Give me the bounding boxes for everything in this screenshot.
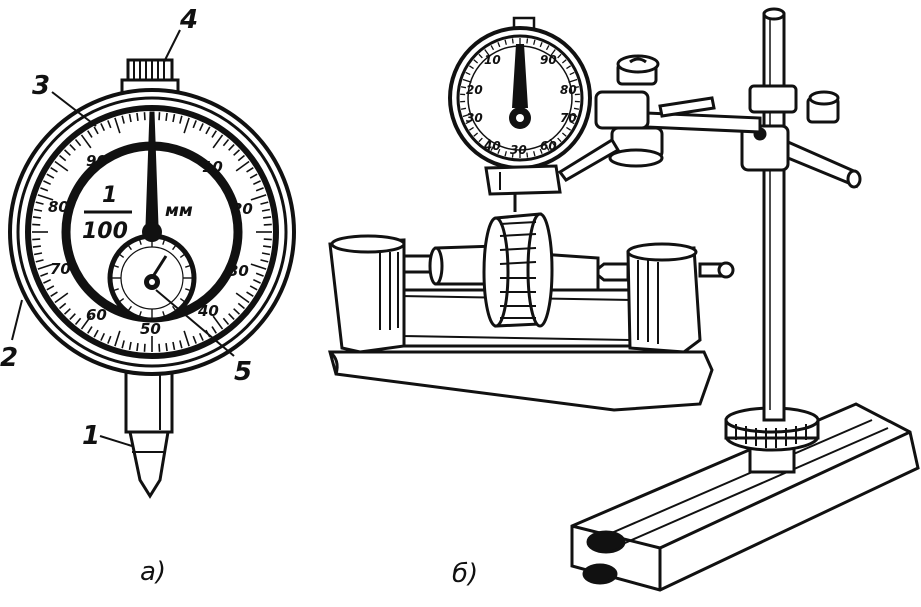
tick-label: 20 [466, 83, 483, 97]
tick-mark [32, 224, 40, 225]
tick-mark [159, 344, 160, 352]
fraction-numerator: 1 [102, 183, 117, 208]
tick-label: 70 [50, 260, 71, 278]
tick-mark [33, 217, 41, 218]
callout-4: 4 [179, 5, 198, 35]
tick-mark [263, 246, 271, 247]
tick-mark [527, 153, 528, 158]
tick-mark [159, 112, 160, 120]
tick-mark [264, 239, 272, 240]
callout-1: 1 [82, 421, 100, 451]
tick-label: 30 [466, 111, 483, 125]
stem [126, 372, 172, 496]
tick-label: 60 [86, 306, 107, 324]
center-fixture [330, 214, 733, 410]
fraction-denominator: 100 [82, 219, 128, 244]
part-b-label: б) [452, 559, 478, 589]
tick-mark [461, 108, 466, 109]
tick-label: 10 [484, 53, 501, 67]
tick-label: 40 [483, 139, 501, 153]
tick-label: 30 [228, 262, 249, 280]
dial-indicator-a [10, 60, 294, 496]
tick-mark [574, 108, 579, 109]
callout-3: 3 [32, 71, 50, 101]
tick-label: 80 [48, 198, 69, 216]
tick-mark [527, 38, 528, 43]
callout-2: 2 [0, 343, 18, 373]
tick-mark [144, 344, 145, 352]
stand-column [726, 9, 818, 472]
tick-label: 20 [232, 200, 253, 218]
tick-label: 80 [560, 83, 577, 97]
tick-mark [166, 113, 167, 121]
tick-mark [137, 343, 138, 351]
tick-label: 70 [560, 111, 577, 125]
tick-mark [144, 112, 145, 120]
tick-mark [264, 224, 272, 225]
tick-mark [512, 38, 513, 43]
tick-label: 30 [510, 143, 527, 157]
tick-label: 90 [540, 53, 557, 67]
tick-label: 50 [140, 320, 161, 338]
callout-5: 5 [234, 357, 252, 387]
indicator-arm [560, 56, 860, 187]
tick-label: 10 [202, 158, 223, 176]
tick-label: 60 [540, 139, 557, 153]
tick-mark [263, 217, 271, 218]
tick-mark [32, 239, 40, 240]
tick-mark [33, 246, 41, 247]
tick-label: 40 [197, 302, 219, 320]
part-a-label: а) [140, 557, 166, 587]
unit-label: мм [165, 201, 193, 221]
tick-mark [137, 113, 138, 121]
tick-label: 90 [86, 152, 107, 170]
tick-mark [166, 343, 167, 351]
